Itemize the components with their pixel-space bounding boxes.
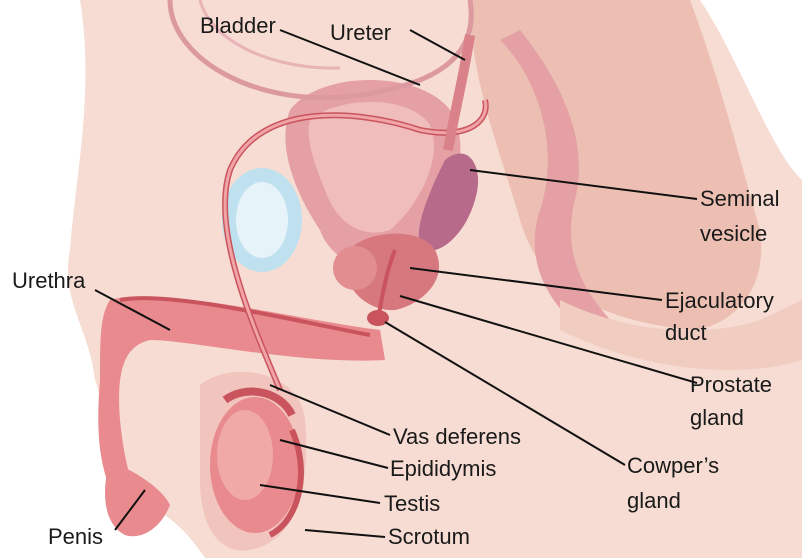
label-penis: Penis [48,524,103,550]
label-bladder: Bladder [200,13,276,39]
label-seminal-vesicle-line2: vesicle [700,221,767,247]
label-scrotum: Scrotum [388,524,470,550]
label-ejaculatory-duct-line2: duct [665,320,707,346]
label-ejaculatory-duct-line1: Ejaculatory [665,288,774,314]
label-epididymis: Epididymis [390,456,496,482]
label-cowpers-line1: Cowper’s [627,453,719,479]
label-prostate-line1: Prostate [690,372,772,398]
label-prostate-line2: gland [690,405,744,431]
label-urethra: Urethra [12,268,85,294]
label-seminal-vesicle-line1: Seminal [700,186,779,212]
label-ureter: Ureter [330,20,391,46]
label-vas-deferens: Vas deferens [393,424,521,450]
label-testis: Testis [384,491,440,517]
label-cowpers-line2: gland [627,488,681,514]
